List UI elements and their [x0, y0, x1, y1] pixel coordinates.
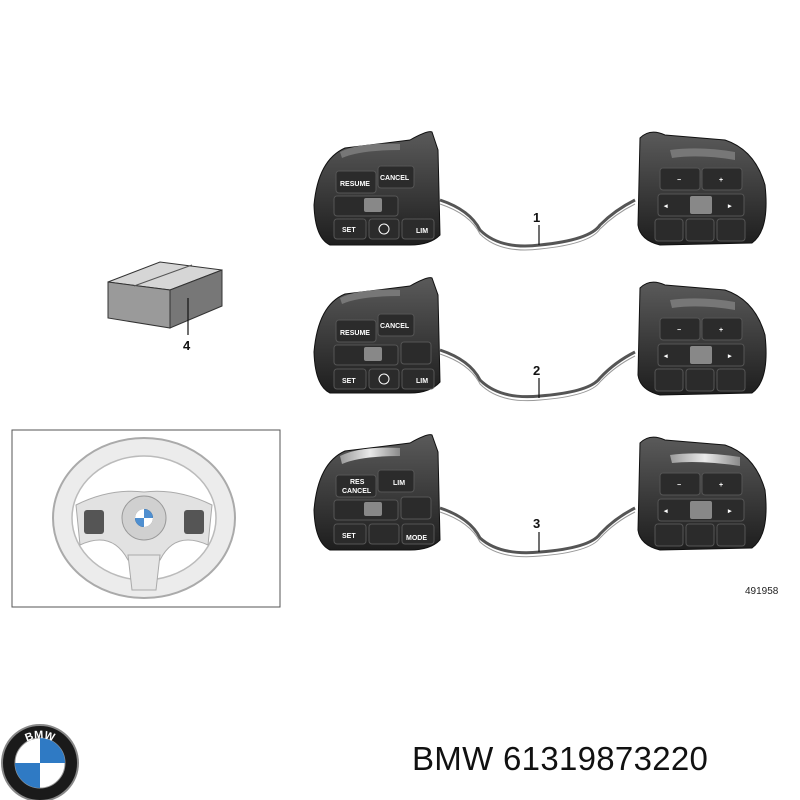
bmw-logo-letters: BMW: [23, 729, 56, 744]
brand-part-number: BMW 61319873220: [412, 740, 709, 777]
btn-plus-3: +: [719, 482, 723, 489]
svg-text:BMW: BMW: [23, 729, 56, 744]
btn-left-3: ◂: [663, 508, 668, 515]
btn-left-1: ◂: [663, 203, 668, 210]
btn-cancel-2: CANCEL: [380, 323, 410, 330]
btn-cancel-1: CANCEL: [380, 175, 410, 182]
btn-plus-1: +: [719, 177, 723, 184]
btn-lim-2: LIM: [416, 378, 428, 385]
btn-minus-3: −: [677, 482, 681, 489]
btn-plus-2: +: [719, 327, 723, 334]
btn-mode-3: MODE: [406, 535, 427, 542]
btn-cancel-3: CANCEL: [342, 488, 372, 495]
btn-right-1: ▸: [727, 203, 732, 210]
bmw-logo: BMW: [1, 724, 79, 800]
switch-set-2: RESUME CANCEL SET LIM − + ◂ ▸ 2: [313, 277, 767, 402]
right-switch-3: − + ◂ ▸: [637, 436, 767, 551]
diagram-number: 491958: [745, 586, 779, 597]
btn-minus-2: −: [677, 327, 681, 334]
left-switch-2: RESUME CANCEL SET LIM: [313, 277, 441, 394]
callout-2: 2: [533, 363, 540, 378]
btn-res-3: RES: [350, 479, 365, 486]
switch-set-1: RESUME CANCEL SET LIM − + ◂ ▸ 1: [313, 131, 767, 251]
speed-icon: [378, 223, 390, 235]
callout-3: 3: [533, 516, 540, 531]
btn-set-3: SET: [342, 533, 356, 540]
right-switch-2: − + ◂ ▸: [637, 281, 767, 396]
btn-left-2: ◂: [663, 353, 668, 360]
steering-wheel-overview: [11, 429, 281, 608]
part-4-box: 4: [107, 261, 223, 353]
speed-icon: [378, 373, 390, 385]
right-switch-1: − + ◂ ▸: [637, 131, 767, 246]
btn-minus-1: −: [677, 177, 681, 184]
callout-4: 4: [183, 338, 191, 353]
btn-lim-3: LIM: [393, 480, 405, 487]
btn-set-2: SET: [342, 378, 356, 385]
btn-right-3: ▸: [727, 508, 732, 515]
btn-set-1: SET: [342, 227, 356, 234]
btn-right-2: ▸: [727, 353, 732, 360]
btn-resume-2: RESUME: [340, 330, 370, 337]
switch-set-3: RES CANCEL LIM SET MODE − + ◂ ▸ 3: [313, 434, 767, 558]
btn-resume-1: RESUME: [340, 181, 370, 188]
callout-1: 1: [533, 210, 540, 225]
left-switch-3: RES CANCEL LIM SET MODE: [313, 434, 441, 551]
left-switch-1: RESUME CANCEL SET LIM: [313, 131, 441, 246]
btn-lim-1: LIM: [416, 228, 428, 235]
